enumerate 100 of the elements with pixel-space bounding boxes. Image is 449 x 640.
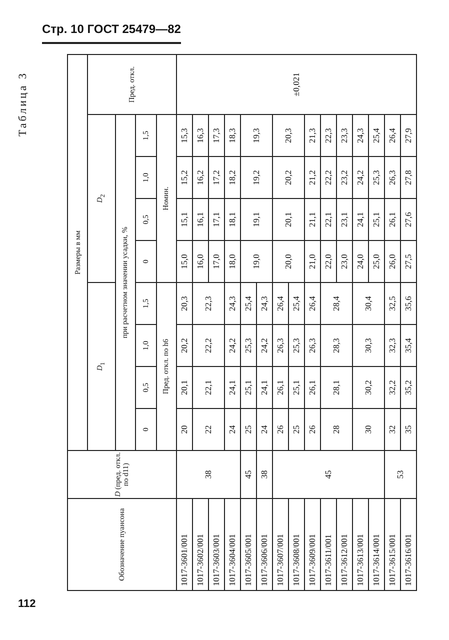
- table-cell: 32,5: [384, 282, 400, 324]
- table-cell: 30,4: [352, 282, 384, 324]
- row-header: 1017-3604/001: [224, 498, 240, 590]
- table-cell: 19,1: [240, 198, 272, 240]
- row-header: 1017-3603/001: [208, 498, 224, 590]
- table-cell: 25,4: [240, 282, 256, 324]
- table-cell: 24: [224, 408, 240, 450]
- table-cell: 26,3: [272, 324, 288, 366]
- table-cell: ±0,021: [176, 54, 416, 114]
- table-cell: 28,4: [320, 282, 352, 324]
- table-cell: 24,1: [224, 366, 240, 408]
- table-cell: 24,1: [352, 198, 368, 240]
- row-header: 1017-3601/001: [176, 498, 192, 590]
- row-header: 1017-3615/001: [384, 498, 400, 590]
- table-cell: 20,0: [272, 240, 304, 282]
- table-cell: 35,4: [400, 324, 416, 366]
- table-cell: 24,3: [224, 282, 240, 324]
- table-cell: 22: [192, 408, 224, 450]
- table-cell: 28: [320, 408, 352, 450]
- table-cell: 35,2: [400, 366, 416, 408]
- table-cell: 24,2: [256, 324, 272, 366]
- table-cell: 21,1: [304, 198, 320, 240]
- table-cell: 25,0: [368, 240, 384, 282]
- row-header: 1017-3608/001: [288, 498, 304, 590]
- table-cell: 17,0: [208, 240, 224, 282]
- table-cell: 22,2: [320, 156, 336, 198]
- table-cell: 20,1: [272, 198, 304, 240]
- table-cell: 30,2: [352, 366, 384, 408]
- table-cell: 25,3: [240, 324, 256, 366]
- table-cell: 26,0: [384, 240, 400, 282]
- table-cell: 53: [384, 450, 416, 498]
- table-cell: 15,3: [176, 114, 192, 156]
- table-cell: 21,2: [304, 156, 320, 198]
- table-cell: 35,6: [400, 282, 416, 324]
- row-header: 1017-3614/001: [368, 498, 384, 590]
- table-cell: 30,3: [352, 324, 384, 366]
- table-cell: 32,2: [384, 366, 400, 408]
- row-header: 1017-3611/001: [320, 498, 336, 590]
- table-cell: 18,1: [224, 198, 240, 240]
- table-cell: 22,1: [192, 366, 224, 408]
- table-cell: 32,3: [384, 324, 400, 366]
- table-cell: 24: [256, 408, 272, 450]
- page-header: Стр. 10 ГОСТ 25479—82: [42, 22, 181, 44]
- table-cell: 15,1: [176, 198, 192, 240]
- row-header: 1017-3612/001: [336, 498, 352, 590]
- table-cell: 27,5: [400, 240, 416, 282]
- row-header: 1017-3607/001: [272, 498, 288, 590]
- table-cell: 25,3: [368, 156, 384, 198]
- table-cell: 26,3: [304, 324, 320, 366]
- table-cell: 24,1: [256, 366, 272, 408]
- table-cell: 21,0: [304, 240, 320, 282]
- table-cell: 26,1: [304, 366, 320, 408]
- table-cell: 20,2: [176, 324, 192, 366]
- table-cell: 17,1: [208, 198, 224, 240]
- table-cell: 23,0: [336, 240, 352, 282]
- table-cell: 26,4: [304, 282, 320, 324]
- row-header: 1017-3602/001: [192, 498, 208, 590]
- table-cell: 35: [400, 408, 416, 450]
- page-number: 112: [18, 598, 36, 610]
- table-cell: 18,0: [224, 240, 240, 282]
- table-cell: 22,1: [320, 198, 336, 240]
- table-cell: 25,1: [288, 366, 304, 408]
- table-cell: 25: [288, 408, 304, 450]
- table-cell: 23,2: [336, 156, 352, 198]
- table-cell: 20,1: [176, 366, 192, 408]
- table-cell: 32: [384, 408, 400, 450]
- table-cell: 26,1: [384, 198, 400, 240]
- table-cell: 27,8: [400, 156, 416, 198]
- table-cell: 19,0: [240, 240, 272, 282]
- table-cell: 15,2: [176, 156, 192, 198]
- table-cell: 24,2: [352, 156, 368, 198]
- table-cell: 16,2: [192, 156, 208, 198]
- table-cell: 15,0: [176, 240, 192, 282]
- table-cell: 24,2: [224, 324, 240, 366]
- table-cell: 16,1: [192, 198, 208, 240]
- table-cell: 26,4: [272, 282, 288, 324]
- table-cell: 26: [272, 408, 288, 450]
- table-title: Таблица 3: [17, 70, 29, 139]
- table-cell: 22,3: [192, 282, 224, 324]
- table-cell: 22,2: [192, 324, 224, 366]
- table-cell: 16,0: [192, 240, 208, 282]
- table-cell: 22,0: [320, 240, 336, 282]
- table-cell: 25,1: [240, 366, 256, 408]
- table-cell: 25: [240, 408, 256, 450]
- table-cell: 23,1: [336, 198, 352, 240]
- row-header: 1017-3616/001: [400, 498, 416, 590]
- table-cell: 18,2: [224, 156, 240, 198]
- table-cell: 17,2: [208, 156, 224, 198]
- table-cell: 26,3: [384, 156, 400, 198]
- table-cell: 26: [304, 408, 320, 450]
- table-cell: 20: [176, 408, 192, 450]
- table-cell: 24,0: [352, 240, 368, 282]
- table-cell: 26,1: [272, 366, 288, 408]
- row-header: 1017-3605/001: [240, 498, 256, 590]
- table-cell: 28,3: [320, 324, 352, 366]
- table-cell: 27,6: [400, 198, 416, 240]
- row-header: 1017-3609/001: [304, 498, 320, 590]
- row-header: 1017-3606/001: [256, 498, 272, 590]
- table-cell: 45: [272, 450, 384, 498]
- table-cell: 20,3: [176, 282, 192, 324]
